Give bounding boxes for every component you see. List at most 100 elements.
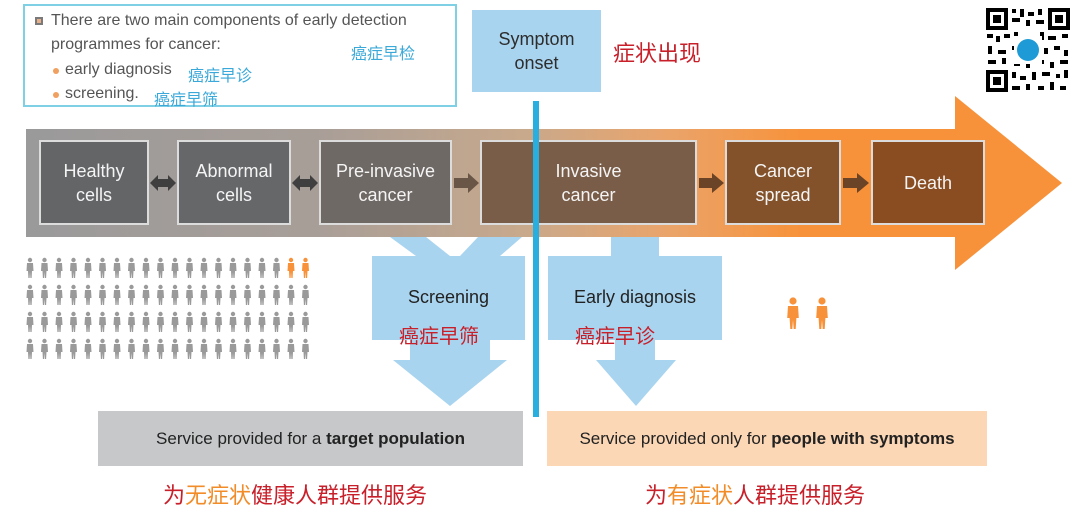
stage-cancer-spread: Cancer spread — [725, 140, 841, 225]
person-icon — [26, 311, 34, 332]
person-icon — [113, 284, 121, 305]
symptom-onset-cn: 症状出现 — [613, 41, 702, 66]
info-line-2-cn: 癌症早检 — [351, 46, 416, 63]
person-icon — [229, 338, 237, 359]
person-icon — [128, 257, 135, 278]
service-target-population: Service provided for a target population — [98, 411, 523, 466]
person-icon — [26, 338, 34, 359]
person-icon — [273, 284, 280, 305]
info-line-1: There are two main components of early d… — [51, 12, 407, 29]
person-icon — [302, 311, 309, 332]
person-icon — [142, 311, 150, 332]
person-icon — [200, 284, 208, 305]
person-icon — [171, 338, 179, 359]
symptom-onset-box: Symptom onset — [472, 10, 601, 92]
person-icon — [84, 311, 92, 332]
person-icon — [215, 257, 222, 278]
person-icon — [215, 338, 222, 359]
service-target-prefix: Service provided for a — [156, 428, 327, 448]
person-icon — [99, 284, 106, 305]
person-icon — [258, 284, 266, 305]
person-icon — [171, 284, 179, 305]
person-icon — [215, 284, 222, 305]
person-icon — [302, 257, 309, 278]
stage-abnormal-cells: Abnormal cells — [177, 140, 291, 225]
bullet-screening-cn: 癌症早筛 — [154, 92, 219, 109]
person-icon — [273, 338, 280, 359]
caption-right-part2: 有症状 — [667, 483, 734, 508]
stage-line-2: cancer — [358, 184, 413, 205]
person-icon — [99, 311, 106, 332]
person-icon — [229, 311, 237, 332]
person-icon — [287, 338, 295, 359]
person-icon — [816, 297, 828, 329]
service-symptoms-prefix: Service provided only for — [579, 428, 772, 448]
diagnosis-down-arrow — [596, 338, 676, 406]
person-icon — [244, 338, 251, 359]
stage-line-2: cancer — [561, 184, 616, 205]
caption-right-part3: 人群提供服务 — [733, 483, 866, 508]
person-icon — [41, 311, 48, 332]
person-icon — [55, 311, 63, 332]
bullet-dot-icon — [53, 68, 59, 74]
person-icon — [157, 284, 164, 305]
bullet-screening: screening. — [65, 85, 139, 102]
early-diagnosis-label: Early diagnosis — [573, 287, 697, 307]
person-icon — [70, 311, 77, 332]
stage-line-1: Invasive — [555, 160, 622, 181]
service-symptoms-bold: people with symptoms — [771, 428, 955, 448]
right-arrow-icon — [699, 173, 724, 193]
person-icon — [142, 257, 150, 278]
early-diagnosis-cn: 癌症早诊 — [575, 326, 655, 348]
person-icon — [55, 338, 63, 359]
person-icon — [258, 338, 266, 359]
person-icon — [41, 257, 48, 278]
person-icon — [113, 257, 121, 278]
person-icon — [55, 284, 63, 305]
person-icon — [258, 257, 266, 278]
person-icon — [128, 284, 135, 305]
symptom-line-1: Symptom — [498, 29, 575, 49]
person-icon — [273, 257, 280, 278]
service-target-bold: target population — [326, 428, 465, 448]
service-people-with-symptoms: Service provided only for people with sy… — [547, 411, 987, 466]
screening-box: Screening 癌症早筛 — [372, 256, 525, 348]
caption-right-part1: 为 — [645, 483, 668, 508]
person-icon — [171, 311, 179, 332]
person-icon — [84, 284, 92, 305]
person-icon — [244, 311, 251, 332]
caption-left-part2: 无症状 — [185, 483, 252, 508]
stage-invasive-cancer: Invasive cancer — [480, 140, 697, 225]
stage-death: Death — [871, 140, 985, 225]
person-icon — [186, 311, 193, 332]
person-icon — [273, 311, 280, 332]
double-arrow-icon — [292, 175, 318, 191]
person-icon — [302, 338, 309, 359]
person-icon — [200, 338, 208, 359]
caption-left-part1: 为 — [163, 483, 186, 508]
person-icon — [142, 284, 150, 305]
person-icon — [200, 311, 208, 332]
stage-line-2: cells — [215, 184, 252, 205]
stage-line-1: Abnormal — [195, 160, 273, 181]
person-icon — [157, 311, 164, 332]
person-icon — [244, 257, 251, 278]
person-icon — [70, 338, 77, 359]
stage-line-1: Pre-invasive — [335, 160, 436, 181]
person-icon — [70, 257, 77, 278]
bullet-dot-icon — [53, 92, 59, 98]
stage-line-2: spread — [755, 184, 811, 205]
stage-pre-invasive-cancer: Pre-invasive cancer — [319, 140, 452, 225]
right-arrow-icon — [454, 173, 479, 193]
info-box: There are two main components of early d… — [23, 4, 457, 109]
person-icon — [186, 257, 193, 278]
early-diagnosis-box: Early diagnosis 癌症早诊 — [548, 256, 722, 348]
person-icon — [26, 257, 34, 278]
info-line-2: programmes for cancer: — [51, 36, 221, 53]
person-icon — [215, 311, 222, 332]
person-icon — [113, 311, 121, 332]
person-icon — [287, 257, 295, 278]
person-icon — [186, 338, 193, 359]
